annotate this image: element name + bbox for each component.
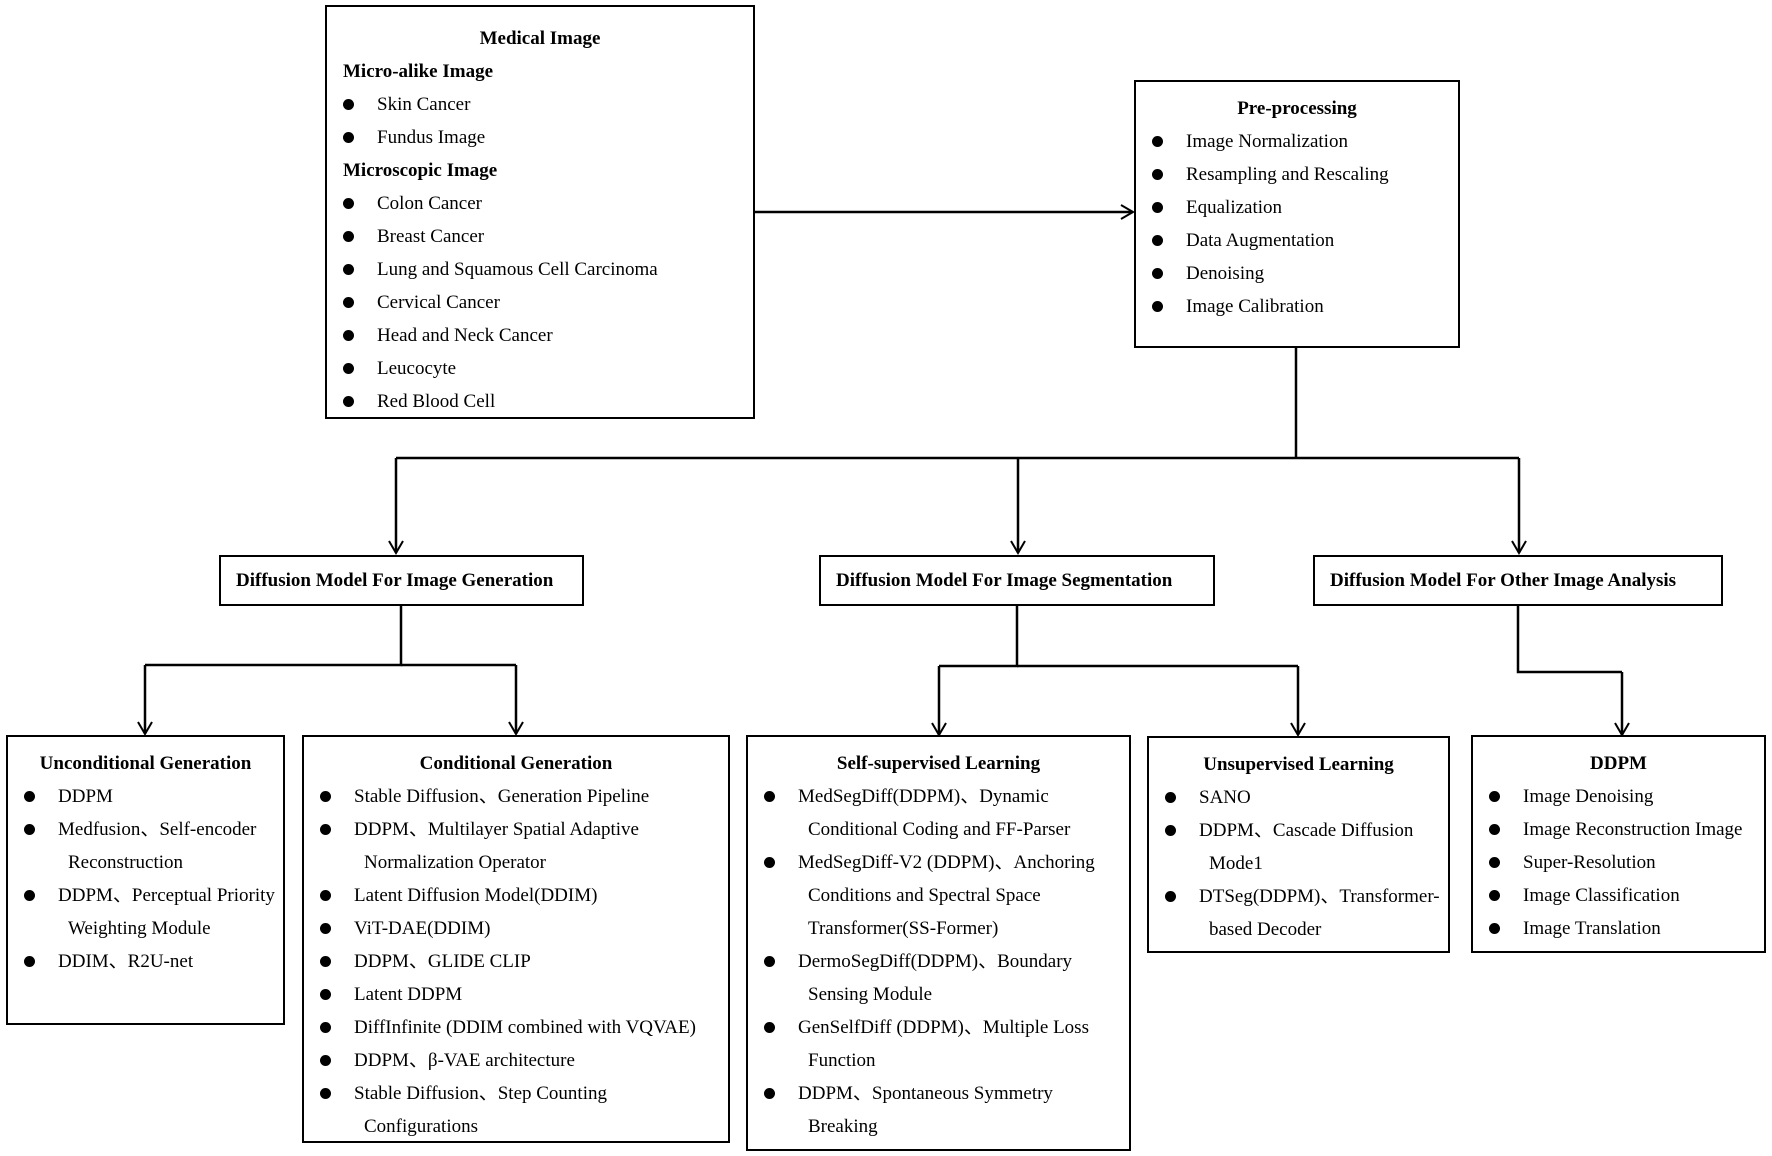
line-segmentation-down (939, 605, 1019, 668)
ddpm-list: Image Denoising Image Reconstruction Ima… (1473, 780, 1764, 945)
ddpm-box: DDPM Image Denoising Image Reconstructio… (1471, 735, 1766, 953)
list-item-continuation: Breaking (808, 1116, 878, 1137)
list-item: Stable Diffusion、Generation Pipeline (304, 780, 728, 813)
list-item: MedSegDiff(DDPM)、Dynamic (748, 780, 1129, 813)
list-item: DDPM (8, 780, 283, 813)
list-item: Image Classification (1473, 879, 1764, 912)
list-item-continuation: Mode1 (1209, 853, 1263, 874)
list-item-continuation: Configurations (364, 1116, 478, 1137)
list-item: Lung and Squamous Cell Carcinoma (327, 253, 753, 286)
list-item: Medfusion、Self-encoder (8, 813, 283, 846)
list-item: Equalization (1136, 191, 1458, 224)
list-item: Fundus Image (327, 121, 753, 154)
self-supervised-list: MedSegDiff(DDPM)、Dynamic Conditional Cod… (748, 780, 1129, 1143)
list-item: Image Reconstruction Image (1473, 813, 1764, 846)
list-item: Colon Cancer (327, 187, 753, 220)
list-item: DiffInfinite (DDIM combined with VQVAE) (304, 1011, 728, 1044)
list-item: Resampling and Rescaling (1136, 158, 1458, 191)
list-item-continuation: Function (808, 1050, 876, 1071)
ddpm-title: DDPM (1590, 753, 1647, 774)
list-item: DermoSegDiff(DDPM)、Boundary (748, 945, 1129, 978)
list-item: DDPM、Cascade Diffusion (1149, 814, 1448, 847)
other-analysis-branch-box: Diffusion Model For Other Image Analysis (1313, 555, 1723, 606)
list-item: Image Denoising (1473, 780, 1764, 813)
list-item-continuation: based Decoder (1209, 919, 1322, 940)
list-item-continuation: Reconstruction (68, 852, 184, 873)
list-item: Head and Neck Cancer (327, 319, 753, 352)
list-item-continuation: Sensing Module (808, 984, 933, 1005)
list-item: Skin Cancer (327, 88, 753, 121)
unconditional-list: DDPM Medfusion、Self-encoder Reconstructi… (8, 780, 283, 978)
line-other-down (1516, 605, 1622, 674)
list-item: Latent DDPM (304, 978, 728, 1011)
micro-alike-heading: Micro-alike Image (343, 61, 494, 82)
list-item: Data Augmentation (1136, 224, 1458, 257)
list-item: Denoising (1136, 257, 1458, 290)
list-item: DTSeg(DDPM)、Transformer- (1149, 880, 1448, 913)
preprocessing-list: Image Normalization Resampling and Resca… (1136, 125, 1458, 323)
list-item: Super-Resolution (1473, 846, 1764, 879)
list-item: DDPM、Perceptual Priority (8, 879, 283, 912)
list-item: DDPM、GLIDE CLIP (304, 945, 728, 978)
list-item: DDPM、Multilayer Spatial Adaptive (304, 813, 728, 846)
list-item: ViT-DAE(DDIM) (304, 912, 728, 945)
list-item: SANO (1149, 781, 1448, 814)
list-item: DDIM、R2U-net (8, 945, 283, 978)
microscopic-list: Colon Cancer Breast Cancer Lung and Squa… (327, 187, 753, 418)
unconditional-generation-box: Unconditional Generation DDPM Medfusion、… (6, 735, 285, 1025)
list-item: Image Calibration (1136, 290, 1458, 323)
list-item: Stable Diffusion、Step Counting (304, 1077, 728, 1110)
microscopic-heading: Microscopic Image (343, 160, 498, 181)
list-item: Latent Diffusion Model(DDIM) (304, 879, 728, 912)
unsupervised-list: SANO DDPM、Cascade Diffusion Mode1 DTSeg(… (1149, 781, 1448, 946)
conditional-list: Stable Diffusion、Generation Pipeline DDP… (304, 780, 728, 1143)
list-item-continuation: Conditions and Spectral Space (808, 885, 1041, 906)
medical-image-box: Medical Image Micro-alike Image Skin Can… (325, 5, 755, 419)
preprocessing-title: Pre-processing (1237, 98, 1357, 119)
generation-branch-box: Diffusion Model For Image Generation (219, 555, 584, 606)
unsupervised-title: Unsupervised Learning (1203, 754, 1394, 775)
list-item-continuation: Conditional Coding and FF-Parser (808, 819, 1071, 840)
self-supervised-box: Self-supervised Learning MedSegDiff(DDPM… (746, 735, 1131, 1151)
conditional-title: Conditional Generation (419, 753, 613, 774)
list-item: Breast Cancer (327, 220, 753, 253)
list-item: DDPM、β-VAE architecture (304, 1044, 728, 1077)
line-generation-down (145, 605, 403, 667)
list-item: GenSelfDiff (DDPM)、Multiple Loss (748, 1011, 1129, 1044)
list-item-continuation: Weighting Module (68, 918, 211, 939)
list-item: MedSegDiff-V2 (DDPM)、Anchoring (748, 846, 1129, 879)
micro-alike-list: Skin Cancer Fundus Image (327, 88, 753, 154)
preprocessing-box: Pre-processing Image Normalization Resam… (1134, 80, 1460, 348)
list-item: Image Normalization (1136, 125, 1458, 158)
unconditional-title: Unconditional Generation (39, 753, 252, 774)
list-item-continuation: Normalization Operator (364, 852, 547, 873)
unsupervised-box: Unsupervised Learning SANO DDPM、Cascade … (1147, 736, 1450, 953)
segmentation-branch-box: Diffusion Model For Image Segmentation (819, 555, 1215, 606)
list-item-continuation: Transformer(SS-Former) (808, 918, 999, 939)
list-item: Red Blood Cell (327, 385, 753, 418)
list-item: Cervical Cancer (327, 286, 753, 319)
list-item: Leucocyte (327, 352, 753, 385)
list-item: DDPM、Spontaneous Symmetry (748, 1077, 1129, 1110)
medical-image-title: Medical Image (479, 28, 601, 49)
list-item: Image Translation (1473, 912, 1764, 945)
conditional-generation-box: Conditional Generation Stable Diffusion、… (302, 735, 730, 1143)
self-supervised-title: Self-supervised Learning (836, 753, 1041, 774)
